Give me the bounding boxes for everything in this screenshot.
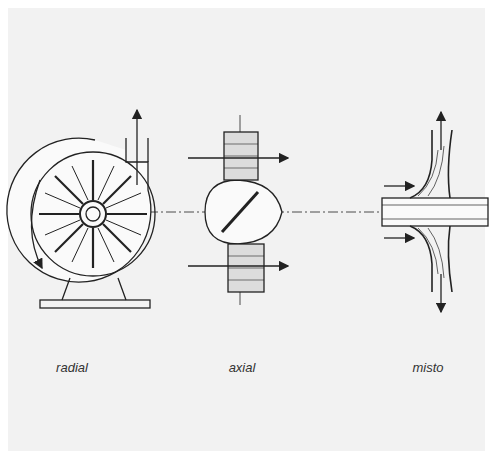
- type-label: axial: [229, 360, 256, 375]
- type-label: misto: [412, 360, 443, 375]
- type-label: radial: [56, 360, 88, 375]
